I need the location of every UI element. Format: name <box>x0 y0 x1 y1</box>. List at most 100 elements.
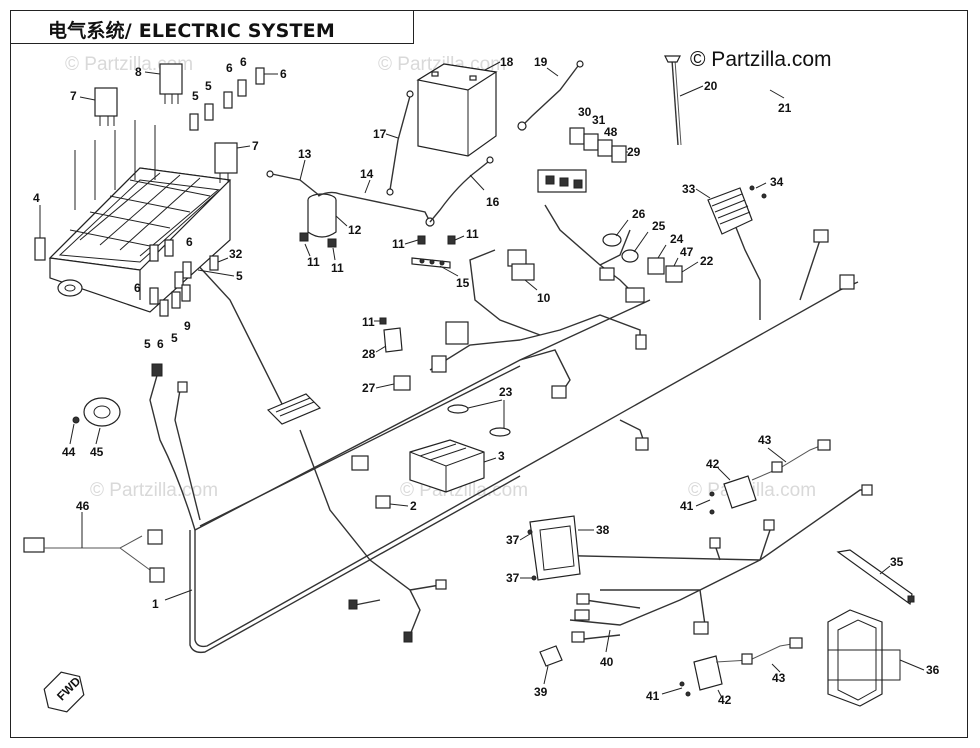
forward-arrow: FWD <box>43 671 85 713</box>
watermark: © Partzilla.com <box>90 480 219 501</box>
harness-fuse-block[interactable] <box>266 393 322 425</box>
callout-5: 5 <box>171 331 178 345</box>
callout-39: 39 <box>534 685 548 699</box>
callout-23: 23 <box>499 385 513 399</box>
sensor-2[interactable] <box>375 495 391 509</box>
switches[interactable] <box>599 233 683 303</box>
relay[interactable] <box>159 63 183 104</box>
callout-20: 20 <box>704 79 718 93</box>
sensor-42-upper[interactable] <box>709 439 831 515</box>
callout-11: 11 <box>392 237 405 251</box>
callout-30: 30 <box>578 105 592 119</box>
battery[interactable] <box>416 63 498 157</box>
callout-10: 10 <box>537 291 551 305</box>
fuse-set-top[interactable] <box>189 67 265 131</box>
ecu-module[interactable] <box>409 439 485 493</box>
harness-clamps[interactable] <box>447 404 511 437</box>
callout-31: 31 <box>592 113 606 127</box>
harness-strap[interactable] <box>836 549 915 606</box>
callout-1: 1 <box>152 597 159 611</box>
callout-41: 41 <box>646 689 660 703</box>
callout-21: 21 <box>778 101 792 115</box>
callout-48: 48 <box>604 125 618 139</box>
main-wiring-harness[interactable] <box>149 204 873 654</box>
callout-32: 32 <box>229 247 243 261</box>
title-box <box>10 10 414 44</box>
callout-43: 43 <box>758 433 772 447</box>
callout-11: 11 <box>331 261 344 275</box>
callout-14: 14 <box>360 167 374 181</box>
callout-37: 37 <box>506 571 520 585</box>
ground-cable[interactable] <box>386 90 414 196</box>
callout-40: 40 <box>600 655 614 669</box>
callout-44: 44 <box>62 445 76 459</box>
control-module-38[interactable] <box>527 515 581 581</box>
callout-5: 5 <box>192 89 199 103</box>
diagram-frame <box>10 10 968 738</box>
terminal-block[interactable] <box>411 235 456 269</box>
fuse-set-bottom[interactable] <box>149 239 219 317</box>
relay[interactable] <box>94 87 118 126</box>
callout-47: 47 <box>680 245 694 259</box>
callout-38: 38 <box>596 523 610 537</box>
callout-6: 6 <box>186 235 193 249</box>
callout-5: 5 <box>236 269 243 283</box>
callout-46: 46 <box>76 499 90 513</box>
callout-45: 45 <box>90 445 104 459</box>
switch-39[interactable] <box>539 645 563 667</box>
callout-34: 34 <box>770 175 784 189</box>
callout-6: 6 <box>240 55 247 69</box>
callout-5: 5 <box>205 79 212 93</box>
callout-28: 28 <box>362 347 376 361</box>
connector <box>351 455 369 471</box>
sub-harness-46[interactable] <box>23 529 165 583</box>
callout-24: 24 <box>670 232 684 246</box>
callout-27: 27 <box>362 381 376 395</box>
callout-22: 22 <box>700 254 714 268</box>
sensor-42-lower[interactable] <box>679 637 803 697</box>
callout-2: 2 <box>410 499 417 513</box>
callout-6: 6 <box>157 337 164 351</box>
callout-11: 11 <box>307 255 320 269</box>
callout-16: 16 <box>486 195 500 209</box>
cable-tie[interactable] <box>664 55 682 146</box>
callout-12: 12 <box>348 223 362 237</box>
battery-cable-negative[interactable] <box>517 60 584 131</box>
callout-17: 17 <box>373 127 387 141</box>
callout-9: 9 <box>184 319 191 333</box>
callout-8: 8 <box>135 65 142 79</box>
callout-35: 35 <box>890 555 904 569</box>
callout-13: 13 <box>298 147 312 161</box>
battery-cable[interactable] <box>266 156 494 227</box>
diagram-title: 电气系统/ ELECTRIC SYSTEM <box>48 20 335 42</box>
callout-6: 6 <box>280 67 287 81</box>
callout-18: 18 <box>500 55 514 69</box>
relay-27[interactable] <box>393 375 411 391</box>
bracket-holder[interactable] <box>827 609 901 707</box>
callout-11: 11 <box>362 315 375 329</box>
relay[interactable] <box>214 142 238 183</box>
callout-19: 19 <box>534 55 548 69</box>
callout-7: 7 <box>252 139 259 153</box>
callout-37: 37 <box>506 533 520 547</box>
voltage-regulator[interactable] <box>707 185 767 235</box>
callout-3: 3 <box>498 449 505 463</box>
callout-7: 7 <box>70 89 77 103</box>
callout-41: 41 <box>680 499 694 513</box>
relay-cluster[interactable] <box>537 127 627 193</box>
callout-5: 5 <box>144 337 151 351</box>
callout-6: 6 <box>226 61 233 75</box>
starter-relay[interactable] <box>299 193 337 248</box>
connector-10[interactable] <box>507 249 535 281</box>
callout-36: 36 <box>926 663 940 677</box>
horn[interactable] <box>72 397 121 427</box>
callout-43: 43 <box>772 671 786 685</box>
callout-11: 11 <box>466 227 479 241</box>
callout-25: 25 <box>652 219 666 233</box>
callout-33: 33 <box>682 182 696 196</box>
callout-29: 29 <box>627 145 641 159</box>
callout-4: 4 <box>33 191 40 205</box>
callout-42: 42 <box>706 457 720 471</box>
mounting-bracket[interactable] <box>379 317 403 353</box>
